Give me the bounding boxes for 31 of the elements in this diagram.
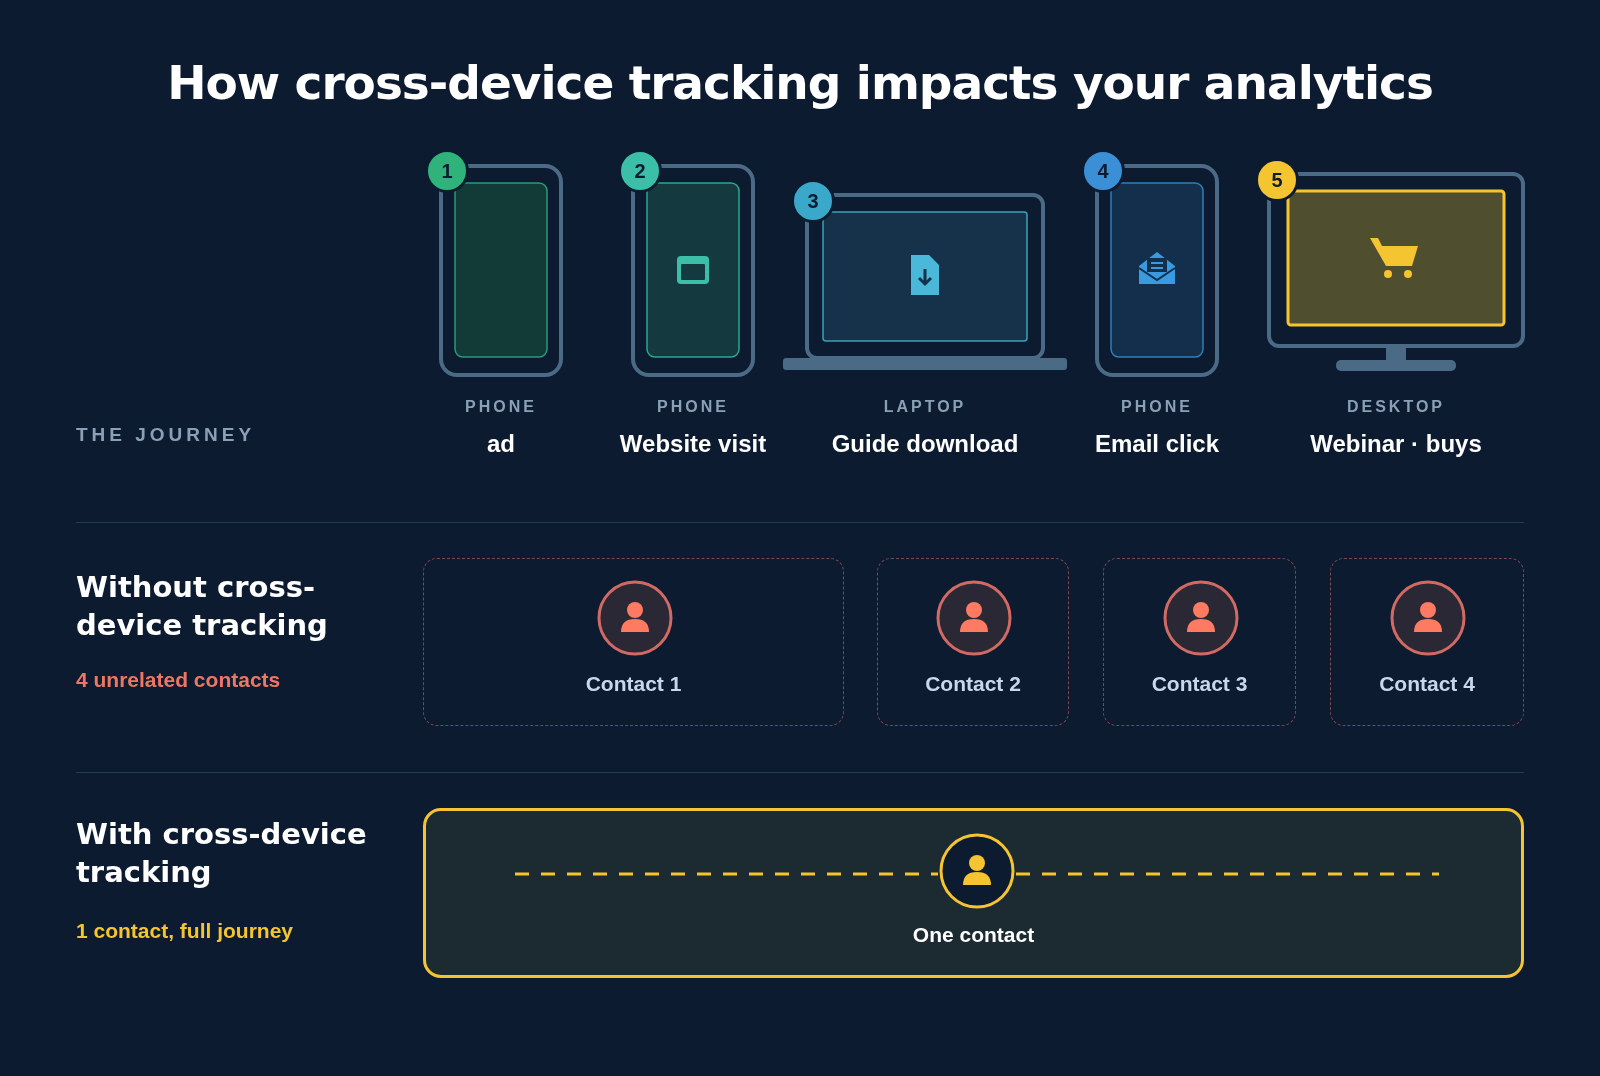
unified-contact-panel [423,808,1524,978]
contact-card [877,558,1069,726]
step-number-badge: 5 [1255,158,1299,202]
device-type-label: PHONE [464,398,538,416]
contact-label: Contact 1 [584,672,683,696]
step-label: Guide download [830,430,1020,458]
device-type-label: PHONE [1120,398,1194,416]
step-number-badge: 2 [618,149,662,193]
row-subtitle: 1 contact, full journey [76,919,295,943]
row-heading: Without cross-device tracking [76,569,329,644]
device-type-label: DESKTOP [1345,398,1447,416]
device-type-label: LAPTOP [882,398,968,416]
contact-label: One contact [911,923,1036,947]
title: How cross-device tracking impacts your analytics [166,55,1434,110]
contact-card [423,558,844,726]
step-number-badge: 3 [791,179,835,223]
contact-card [1330,558,1524,726]
step-number-badge: 1 [425,149,469,193]
contact-label: Contact 2 [924,672,1022,696]
contact-label: Contact 4 [1378,672,1476,696]
step-label: Email click [1093,430,1221,458]
row-heading: With cross-device tracking [76,816,368,891]
step-number-badge: 4 [1081,149,1125,193]
step-label: ad [486,430,516,458]
step-label: Webinar · buys [1309,430,1483,458]
contact-card [1103,558,1296,726]
row-subtitle: 4 unrelated contacts [76,668,282,692]
row-label: THE JOURNEY [76,424,257,446]
contact-label: Contact 3 [1150,672,1249,696]
step-label: Website visit [618,430,768,458]
device-type-label: PHONE [656,398,730,416]
